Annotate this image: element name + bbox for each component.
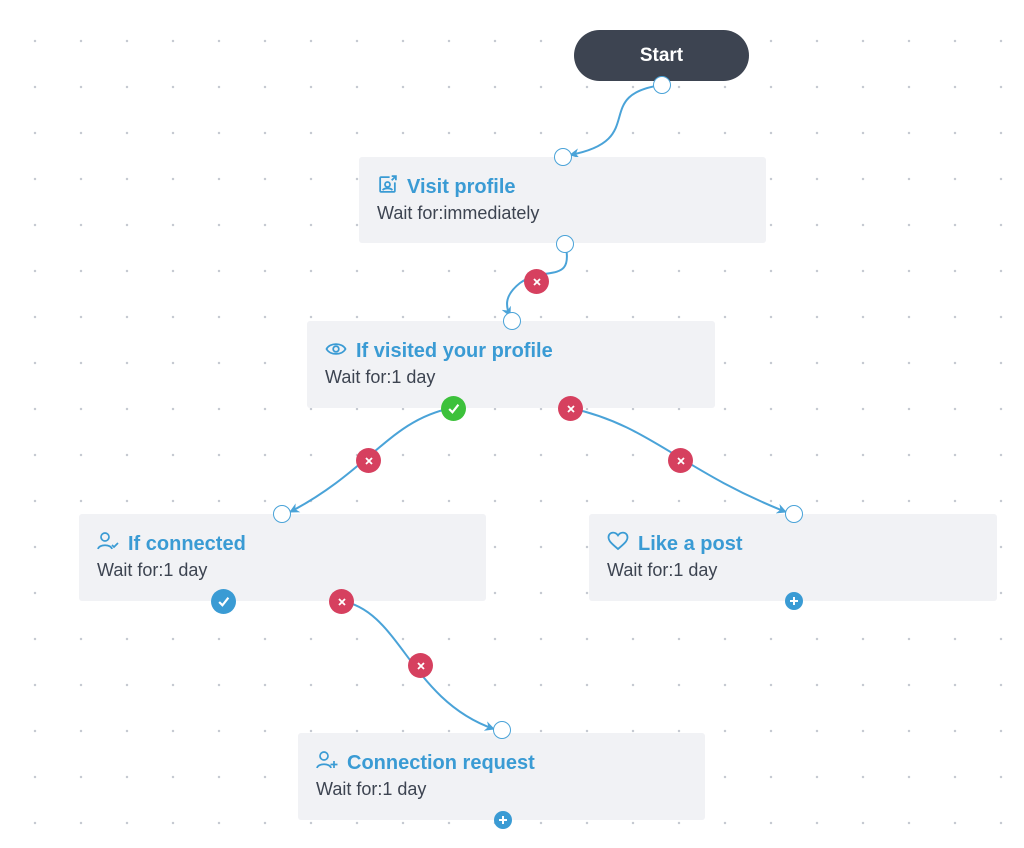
node-like-a-post[interactable]: Like a post Wait for:1 day <box>589 514 997 601</box>
node-title: Visit profile <box>407 175 516 198</box>
start-output-port[interactable] <box>653 76 671 94</box>
if-connected-input-port[interactable] <box>273 505 291 523</box>
start-node[interactable]: Start <box>574 30 749 81</box>
node-visit-profile[interactable]: Visit profile Wait for:immediately <box>359 157 766 243</box>
visit-profile-input-port[interactable] <box>554 148 572 166</box>
user-check-icon <box>97 531 119 557</box>
node-wait: Wait for:1 day <box>316 779 427 799</box>
close-icon <box>416 661 425 670</box>
checkmark-icon <box>218 597 230 607</box>
node-title: Like a post <box>638 532 743 555</box>
delete-edge-button[interactable] <box>356 448 381 473</box>
yes-branch-port[interactable] <box>441 396 466 421</box>
node-title: If visited your profile <box>356 339 553 362</box>
plus-icon <box>499 816 507 824</box>
delete-edge-button[interactable] <box>408 653 433 678</box>
node-wait: Wait for:1 day <box>325 367 436 387</box>
node-wait: Wait for:immediately <box>377 203 540 223</box>
close-icon <box>364 456 373 465</box>
node-connection-request[interactable]: Connection request Wait for:1 day <box>298 733 705 820</box>
delete-edge-button[interactable] <box>668 448 693 473</box>
user-plus-icon <box>316 750 338 776</box>
close-icon <box>566 404 575 413</box>
node-if-connected[interactable]: If connected Wait for:1 day <box>79 514 486 601</box>
node-title: Connection request <box>347 751 535 774</box>
add-step-button[interactable] <box>785 592 803 610</box>
edge-start-to-visit <box>569 84 663 159</box>
close-icon <box>676 456 685 465</box>
yes-branch-port[interactable] <box>211 589 236 614</box>
add-step-button[interactable] <box>494 811 512 829</box>
connection-request-input-port[interactable] <box>493 721 511 739</box>
no-branch-port[interactable] <box>329 589 354 614</box>
if-visited-input-port[interactable] <box>503 312 521 330</box>
close-icon <box>532 277 541 286</box>
node-if-visited-your-profile[interactable]: If visited your profile Wait for:1 day <box>307 321 715 408</box>
delete-edge-button[interactable] <box>524 269 549 294</box>
visit-profile-icon <box>377 174 398 201</box>
node-wait: Wait for:1 day <box>607 560 718 580</box>
visit-profile-output-port[interactable] <box>556 235 574 253</box>
eye-icon <box>325 340 347 363</box>
start-label: Start <box>639 45 684 66</box>
node-title: If connected <box>128 532 246 555</box>
no-branch-port[interactable] <box>558 396 583 421</box>
like-a-post-input-port[interactable] <box>785 505 803 523</box>
node-wait: Wait for:1 day <box>97 560 208 580</box>
plus-icon <box>790 597 798 605</box>
heart-icon <box>607 531 629 557</box>
close-icon <box>337 597 346 606</box>
checkmark-icon <box>448 404 460 414</box>
